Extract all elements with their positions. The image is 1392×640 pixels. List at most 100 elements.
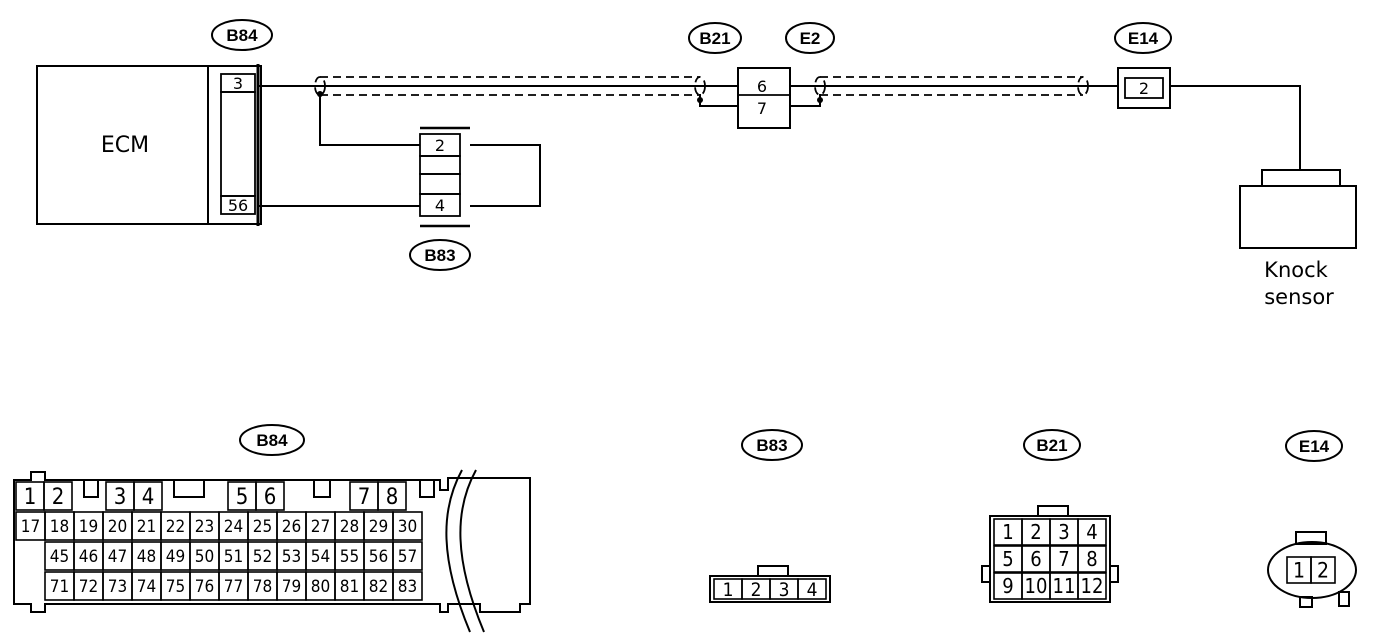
b84-face-pin-30: 30: [398, 517, 417, 537]
b84-face-pin-49: 49: [166, 547, 185, 567]
pin-b84-56: 56: [228, 196, 248, 215]
b21-face-pin-2: 2: [1030, 520, 1041, 544]
b84-face-pin-73: 73: [108, 577, 127, 597]
b84-face-pin-2: 2: [52, 485, 65, 510]
b84-face-pin-6: 6: [264, 485, 277, 510]
b21-label: B21: [699, 29, 730, 48]
b84-face-pin-1: 1: [24, 485, 37, 510]
b84-face-pin-55: 55: [340, 547, 359, 567]
b84-face-pin-57: 57: [398, 547, 417, 567]
b83-face-pin-3: 3: [779, 579, 790, 601]
sensor-label-line1: Knock: [1264, 258, 1328, 282]
wiring: [258, 85, 1301, 207]
knock-sensor: Knock sensor: [1239, 169, 1357, 309]
b83-label: B83: [424, 246, 455, 265]
b21-face-pin-8-cell: [1077, 545, 1107, 573]
b84-face-pin-18: 18: [50, 517, 69, 537]
face-b83-label: B83: [756, 436, 787, 455]
b84-face-pin-75: 75: [166, 577, 185, 597]
connector-b84: 3 56: [207, 64, 262, 226]
ecm-label: ECM: [101, 133, 149, 158]
face-label-b83: B83: [741, 429, 803, 461]
b21-face-pin-7: 7: [1058, 547, 1069, 571]
b84-face-pin-8: 8: [386, 485, 399, 510]
b84-face-pin-46: 46: [79, 547, 98, 567]
b84-label: B84: [226, 26, 258, 45]
shield-cable-1: [314, 76, 706, 96]
pin-b83-2: 2: [435, 136, 445, 155]
b84-face-pin-74: 74: [137, 577, 156, 597]
b21-face-pin-8: 8: [1086, 547, 1097, 571]
b84-face-pin-5: 5: [236, 485, 249, 510]
b84-face-pin-30-cell: [392, 511, 423, 541]
b83-face-pin-2: 2: [751, 579, 762, 601]
e2-label: E2: [800, 29, 821, 48]
b84-face-pin-71: 71: [50, 577, 69, 597]
b84-face-pin-6-cell: [255, 481, 285, 511]
pin-b84-3: 3: [233, 74, 243, 93]
face-b84-label: B84: [256, 431, 288, 450]
b84-face-pin-7: 7: [358, 485, 371, 510]
b84-face-pin-56: 56: [369, 547, 388, 567]
face-label-e14: E14: [1285, 430, 1343, 462]
b84-face-pin-4: 4: [142, 485, 155, 510]
b84-face-pin-83: 83: [398, 577, 417, 597]
face-label-b21: B21: [1023, 429, 1081, 461]
b84-face-pin-22: 22: [166, 517, 185, 537]
b84-face-pin-29: 29: [369, 517, 388, 537]
connector-label-b21: B21: [688, 22, 742, 54]
b84-face-pin-47: 47: [108, 547, 127, 567]
b84-face-pin-81: 81: [340, 577, 359, 597]
splice-dot: [817, 97, 823, 103]
b21-face-pin-5: 5: [1002, 547, 1013, 571]
b83-face-pin-4-cell: [797, 578, 827, 600]
b84-face-pin-82: 82: [369, 577, 388, 597]
b84-face-pin-80: 80: [311, 577, 330, 597]
b84-face-pin-51: 51: [224, 547, 243, 567]
sensor-label-line2: sensor: [1264, 285, 1334, 309]
connector-b83: 2 4: [419, 126, 470, 228]
b21-face-pin-6: 6: [1030, 547, 1041, 571]
b84-face-pin-45: 45: [50, 547, 69, 567]
e14-face-pin-1: 1: [1293, 559, 1305, 583]
face-e14-label: E14: [1299, 437, 1330, 456]
pin-b21-6: 6: [757, 77, 767, 96]
shield-cable-2: [814, 76, 1089, 96]
b21-face-pin-11: 11: [1053, 574, 1076, 598]
face-b21-label: B21: [1036, 436, 1067, 455]
b84-face-pin-77: 77: [224, 577, 243, 597]
b84-face-pin-53: 53: [282, 547, 301, 567]
b84-face-pin-2-cell: [43, 481, 73, 511]
connector-b21-e2: 6 7: [737, 67, 791, 129]
pin-e14-2: 2: [1139, 79, 1149, 98]
b84-face-pin-26: 26: [282, 517, 301, 537]
face-label-b84: B84: [239, 424, 305, 456]
b84-face-pin-72: 72: [79, 577, 98, 597]
b21-face-pin-1: 1: [1002, 520, 1013, 544]
b21-face-pin-9: 9: [1002, 574, 1013, 598]
b21-face-pin-3: 3: [1058, 520, 1069, 544]
b84-face-pin-19: 19: [79, 517, 98, 537]
b83-face-pin-1: 1: [723, 579, 734, 601]
b84-face-pin-24: 24: [224, 517, 243, 537]
b84-face-pin-54: 54: [311, 547, 330, 567]
connector-label-e14: E14: [1114, 22, 1172, 54]
b84-face-pin-50: 50: [195, 547, 214, 567]
b21-face-pin-10: 10: [1025, 574, 1048, 598]
b84-face-pin-20: 20: [108, 517, 127, 537]
b84-face-pin-21: 21: [137, 517, 156, 537]
e14-face-pin-2-cell: [1310, 556, 1336, 584]
e14-face-pin-2: 2: [1317, 559, 1329, 583]
connector-label-b84: B84: [211, 19, 273, 51]
pin-e2-7: 7: [757, 99, 767, 118]
ecm-unit: ECM: [36, 65, 209, 225]
b84-face-pin-17: 17: [21, 517, 40, 537]
connector-e14: 2: [1117, 67, 1171, 109]
splice-dot: [697, 97, 703, 103]
b84-face-pin-25: 25: [253, 517, 272, 537]
